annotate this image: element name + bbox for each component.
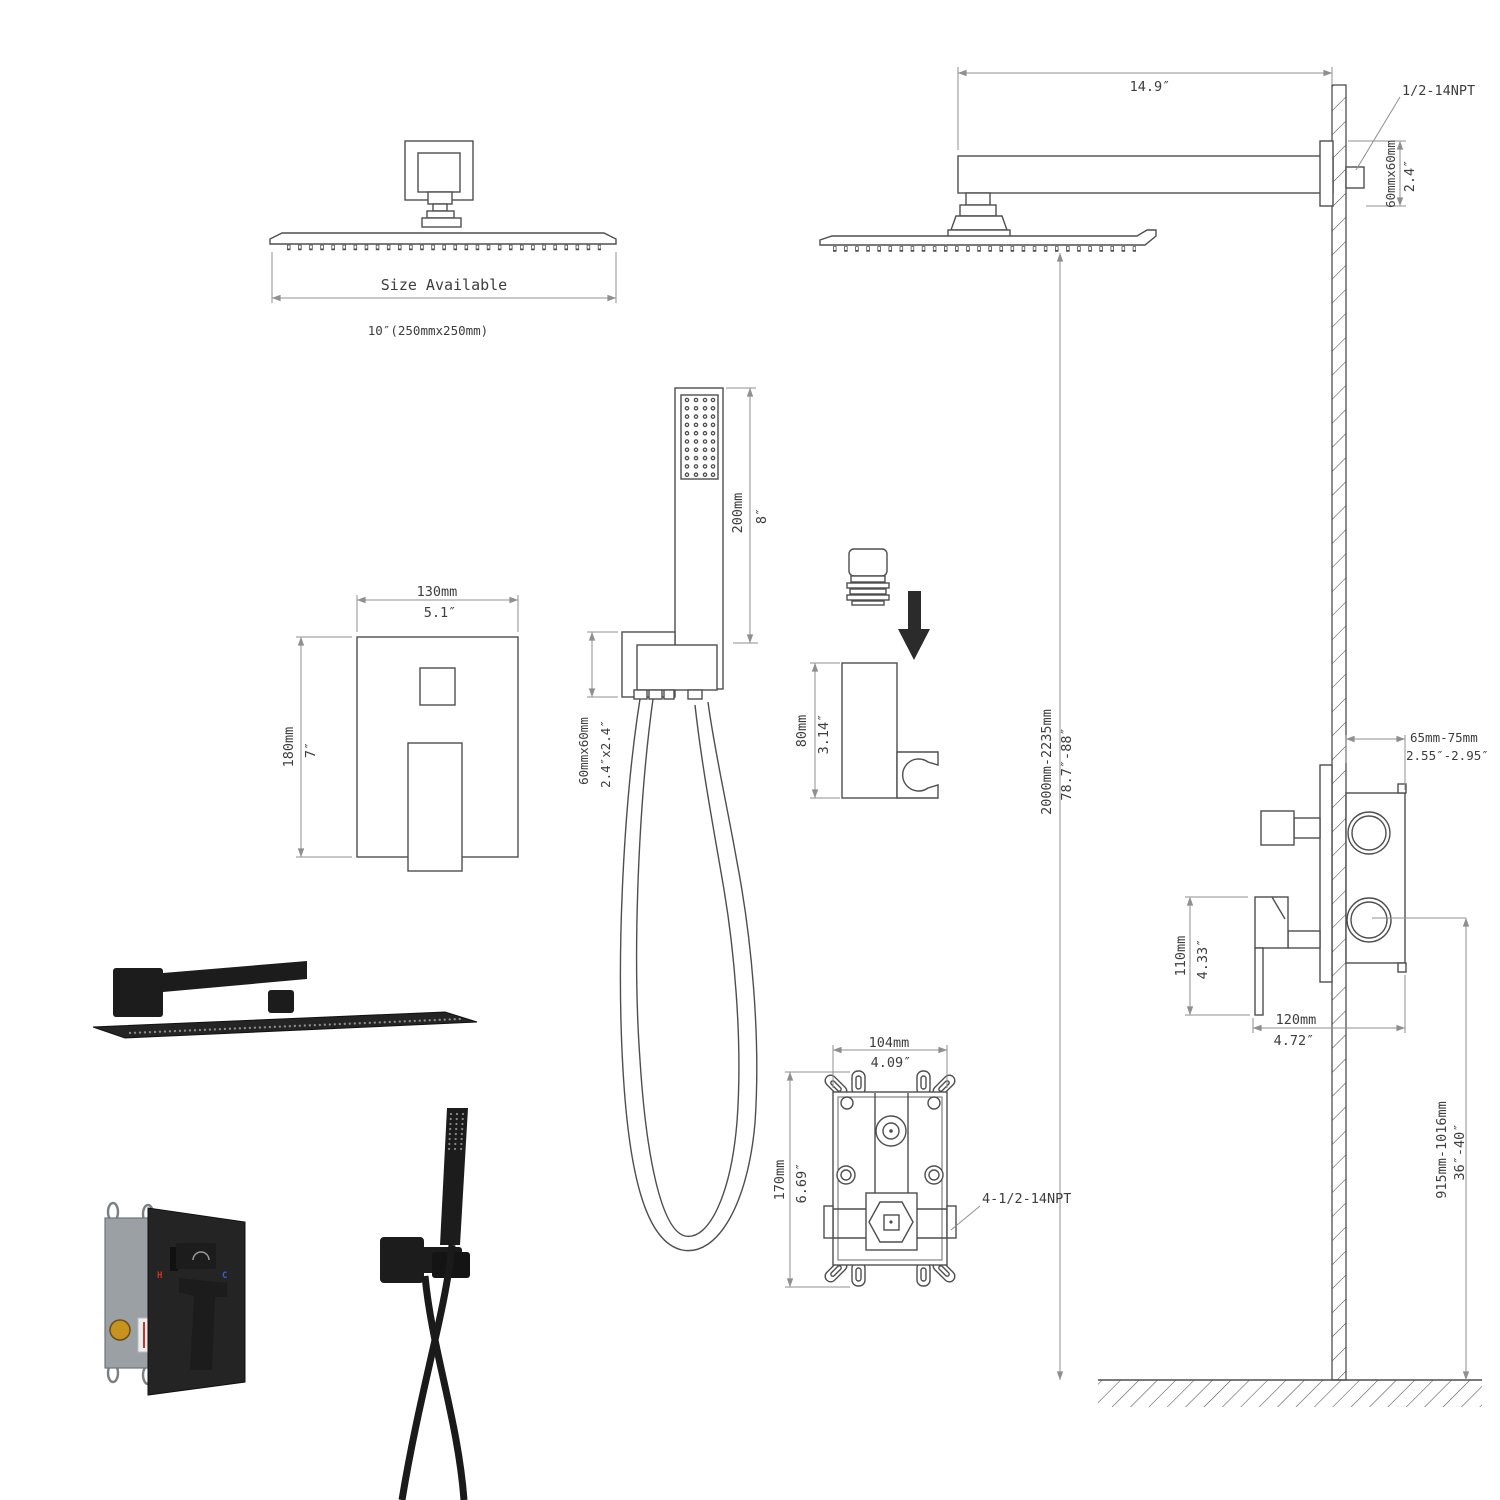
- hose-inner: [635, 698, 740, 1237]
- dim-arm-length: 14.9″: [1130, 79, 1171, 95]
- dim-handle-in: 4.33″: [1195, 939, 1211, 980]
- dim-height-in: 78.7″-88″: [1059, 727, 1075, 800]
- dim-valve-width-mm: 104mm: [869, 1035, 910, 1051]
- dim-valve-height-mm: 170mm: [772, 1160, 788, 1201]
- product-photo-valve-trim: H C: [104, 1201, 246, 1396]
- product-photo-shower-arm: [92, 961, 478, 1039]
- dim-plate-height-in: 7″: [303, 742, 319, 758]
- dim-height-mm: 2000mm-2235mm: [1039, 709, 1055, 815]
- cold-indicator: C: [222, 1271, 227, 1281]
- head-size-label: 10″(250mmx250mm): [368, 323, 488, 338]
- dim-install-height-mm: 915mm-1016mm: [1434, 1101, 1450, 1199]
- dim-valve-height-in: 6.69″: [794, 1163, 810, 1204]
- hand-shower-drawing: 200mm 8″ 60mmx60mm 2.4″x2.4″: [576, 387, 770, 1252]
- floor: [1098, 1379, 1482, 1407]
- hot-indicator: H: [157, 1271, 162, 1281]
- dim-valve-width-in: 4.09″: [871, 1055, 912, 1071]
- dim-plate-width-mm: 130mm: [417, 584, 458, 600]
- dim-install-height-in: 36″-40″: [1452, 1124, 1468, 1181]
- dim-wand-mm: 200mm: [730, 493, 746, 534]
- valve-side-view: 65mm-75mm 2.55″-2.95″ 110mm 4.33″ 120mm …: [1173, 730, 1489, 1381]
- dim-plate-height-mm: 180mm: [281, 727, 297, 768]
- dim-flange-mm: 60mmx60mm: [1383, 140, 1398, 208]
- dim-depth-mm: 65mm-75mm: [1410, 730, 1478, 745]
- dim-spread-mm: 120mm: [1276, 1012, 1317, 1028]
- trim-plate-drawing: 130mm 5.1″ 180mm 7″: [281, 584, 519, 872]
- wall-shower-drawing: 14.9″ 1/2-14NPT 60mmx60mm 2.4″ 2000mm-22…: [819, 67, 1475, 1381]
- dim-depth-in: 2.55″-2.95″: [1406, 748, 1489, 763]
- wall-section: [1331, 84, 1347, 1381]
- down-arrow-icon: [898, 591, 930, 660]
- dim-plate-width-in: 5.1″: [424, 605, 457, 621]
- dim-holder-mm: 80mm: [794, 715, 810, 748]
- holder-clip: [896, 751, 939, 799]
- dim-handle-mm: 110mm: [1173, 936, 1189, 977]
- rough-in-valve-drawing: 104mm 4.09″ 170mm 6.69″ 4-1/2-14NPT: [772, 1035, 1071, 1288]
- hose-outer: [619, 698, 758, 1252]
- dim-bracket-mm: 60mmx60mm: [576, 717, 591, 785]
- product-photo-hand-shower: [380, 1108, 470, 1500]
- dim-flange-in: 2.4″: [1402, 160, 1418, 193]
- dim-bracket-in: 2.4″x2.4″: [598, 720, 613, 788]
- dim-spread-in: 4.72″: [1274, 1033, 1315, 1049]
- dim-valve-thread: 4-1/2-14NPT: [982, 1191, 1071, 1207]
- size-available-label: Size Available: [381, 276, 507, 294]
- dim-wand-in: 8″: [754, 508, 770, 524]
- dim-holder-in: 3.14″: [816, 714, 832, 755]
- ceiling-shower-drawing: Size Available 10″(250mmx250mm): [269, 140, 617, 338]
- holder-drawing: 80mm 3.14″: [794, 548, 939, 799]
- dim-arm-thread: 1/2-14NPT: [1402, 83, 1475, 99]
